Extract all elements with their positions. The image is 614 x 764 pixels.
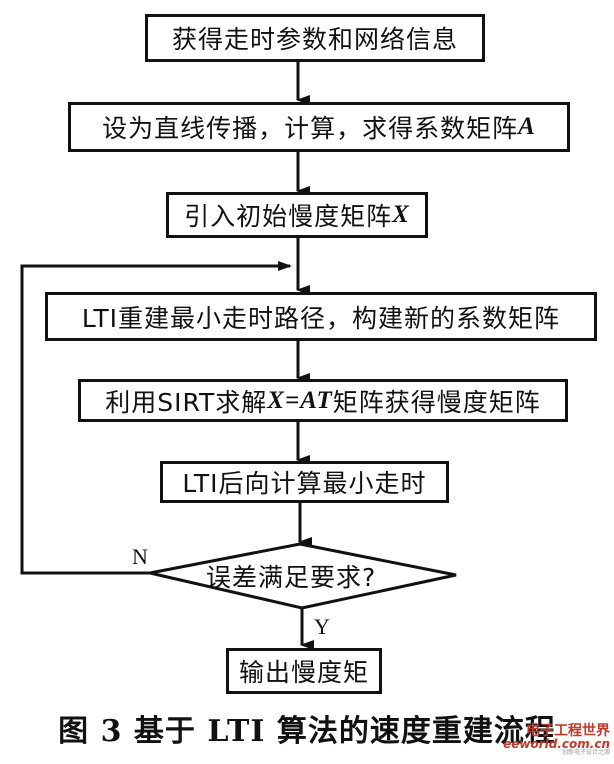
watermark-sub: 创新电子设计之源 <box>561 749 610 756</box>
step-suffix: 矩阵获得慢度矩阵 <box>332 387 541 417</box>
step-lti-backward: LTI后向计算最小走时 <box>160 461 449 503</box>
watermark-en: eeworld.com.cn <box>503 737 610 751</box>
step-text: 引入初始慢度矩阵 <box>184 202 393 231</box>
step-text: 获得走时参数和网络信息 <box>171 25 458 54</box>
step-lti-rebuild-path: LTI重建最小走时路径，构建新的系数矩阵 <box>45 292 597 341</box>
step-prefix: 利用SIRT求解 <box>105 387 268 417</box>
math-symbol: A <box>518 113 536 140</box>
loop-back-no <box>20 261 292 575</box>
step-get-travel-time: 获得走时参数和网络信息 <box>145 14 485 62</box>
step-text: 设为直线传播，计算，求得系数矩阵 <box>102 114 519 143</box>
math-symbol: X <box>392 201 410 228</box>
step-text: LTI重建最小走时路径，构建新的系数矩阵 <box>81 303 561 333</box>
no-label: N <box>132 544 148 569</box>
watermark-cn: 电子工程世界 <box>526 723 610 739</box>
step-text: LTI后向计算最小走时 <box>182 469 427 498</box>
step-text: 输出慢度矩 <box>238 658 369 687</box>
yes-label: Y <box>314 614 330 639</box>
watermark: 电子工程世界 eeworld.com.cn 创新电子设计之源 <box>503 724 610 756</box>
decision-diamond <box>149 542 457 610</box>
step-output-slowness: 输出慢度矩 <box>226 648 382 694</box>
decision-text: 误差满足要求? <box>206 563 377 592</box>
figure-caption: 图 3 基于 LTI 算法的速度重建流程 <box>58 714 556 749</box>
math-equation: X=AT <box>267 386 333 414</box>
